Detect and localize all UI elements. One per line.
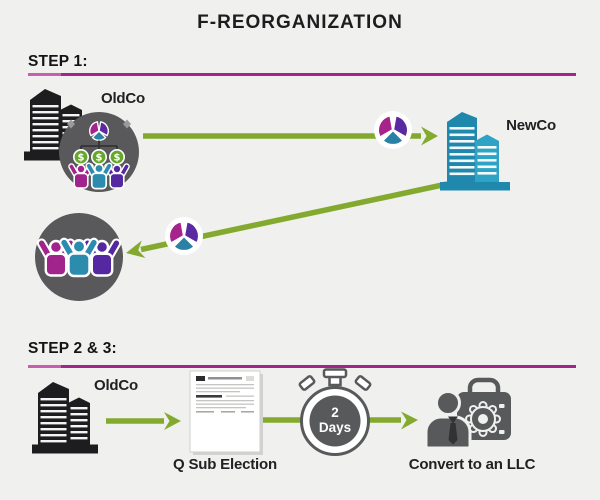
qsub-form-icon bbox=[189, 370, 263, 455]
step2-divider bbox=[28, 365, 576, 368]
convert-llc-icon bbox=[424, 377, 511, 450]
tie-icon bbox=[448, 416, 458, 445]
sparkle-icon bbox=[123, 119, 131, 129]
step1-label: STEP 1: bbox=[28, 53, 88, 70]
dollar-glyph: $ bbox=[96, 153, 103, 164]
gear-icon bbox=[465, 401, 501, 437]
businessperson-icon bbox=[424, 390, 472, 450]
arrow-oldco-to-newco bbox=[143, 126, 438, 146]
briefcase-handle-icon bbox=[467, 377, 501, 392]
oldco-label: OldCo bbox=[101, 90, 145, 107]
step2-label: STEP 2 & 3: bbox=[28, 340, 117, 357]
newco-building-icon bbox=[440, 112, 510, 191]
dollar-glyph: $ bbox=[78, 153, 85, 164]
oldco-label-2: OldCo bbox=[94, 377, 138, 394]
arrow-oldco-to-form bbox=[106, 412, 181, 430]
pie-shares-icon bbox=[374, 111, 412, 149]
dollar-share-icon: $ $ $ bbox=[73, 149, 126, 166]
oldco-building-icon bbox=[32, 382, 98, 454]
stopwatch-value: 2 bbox=[331, 405, 339, 420]
step1-divider bbox=[28, 73, 576, 76]
stopwatch-icon: 2 Days bbox=[298, 368, 372, 456]
convert-llc-label: Convert to an LLC bbox=[408, 456, 536, 473]
shareholders-icon: $ $ $ bbox=[59, 112, 139, 192]
dollar-glyph: $ bbox=[114, 153, 121, 164]
page-title: F-REORGANIZATION bbox=[197, 12, 403, 33]
owners-icon bbox=[35, 213, 123, 301]
pie-shares-icon bbox=[165, 217, 203, 255]
newco-label: NewCo bbox=[506, 117, 556, 134]
sparkle-icon bbox=[67, 119, 75, 129]
stopwatch-unit: Days bbox=[319, 420, 351, 435]
qsub-election-label: Q Sub Election bbox=[173, 456, 277, 473]
